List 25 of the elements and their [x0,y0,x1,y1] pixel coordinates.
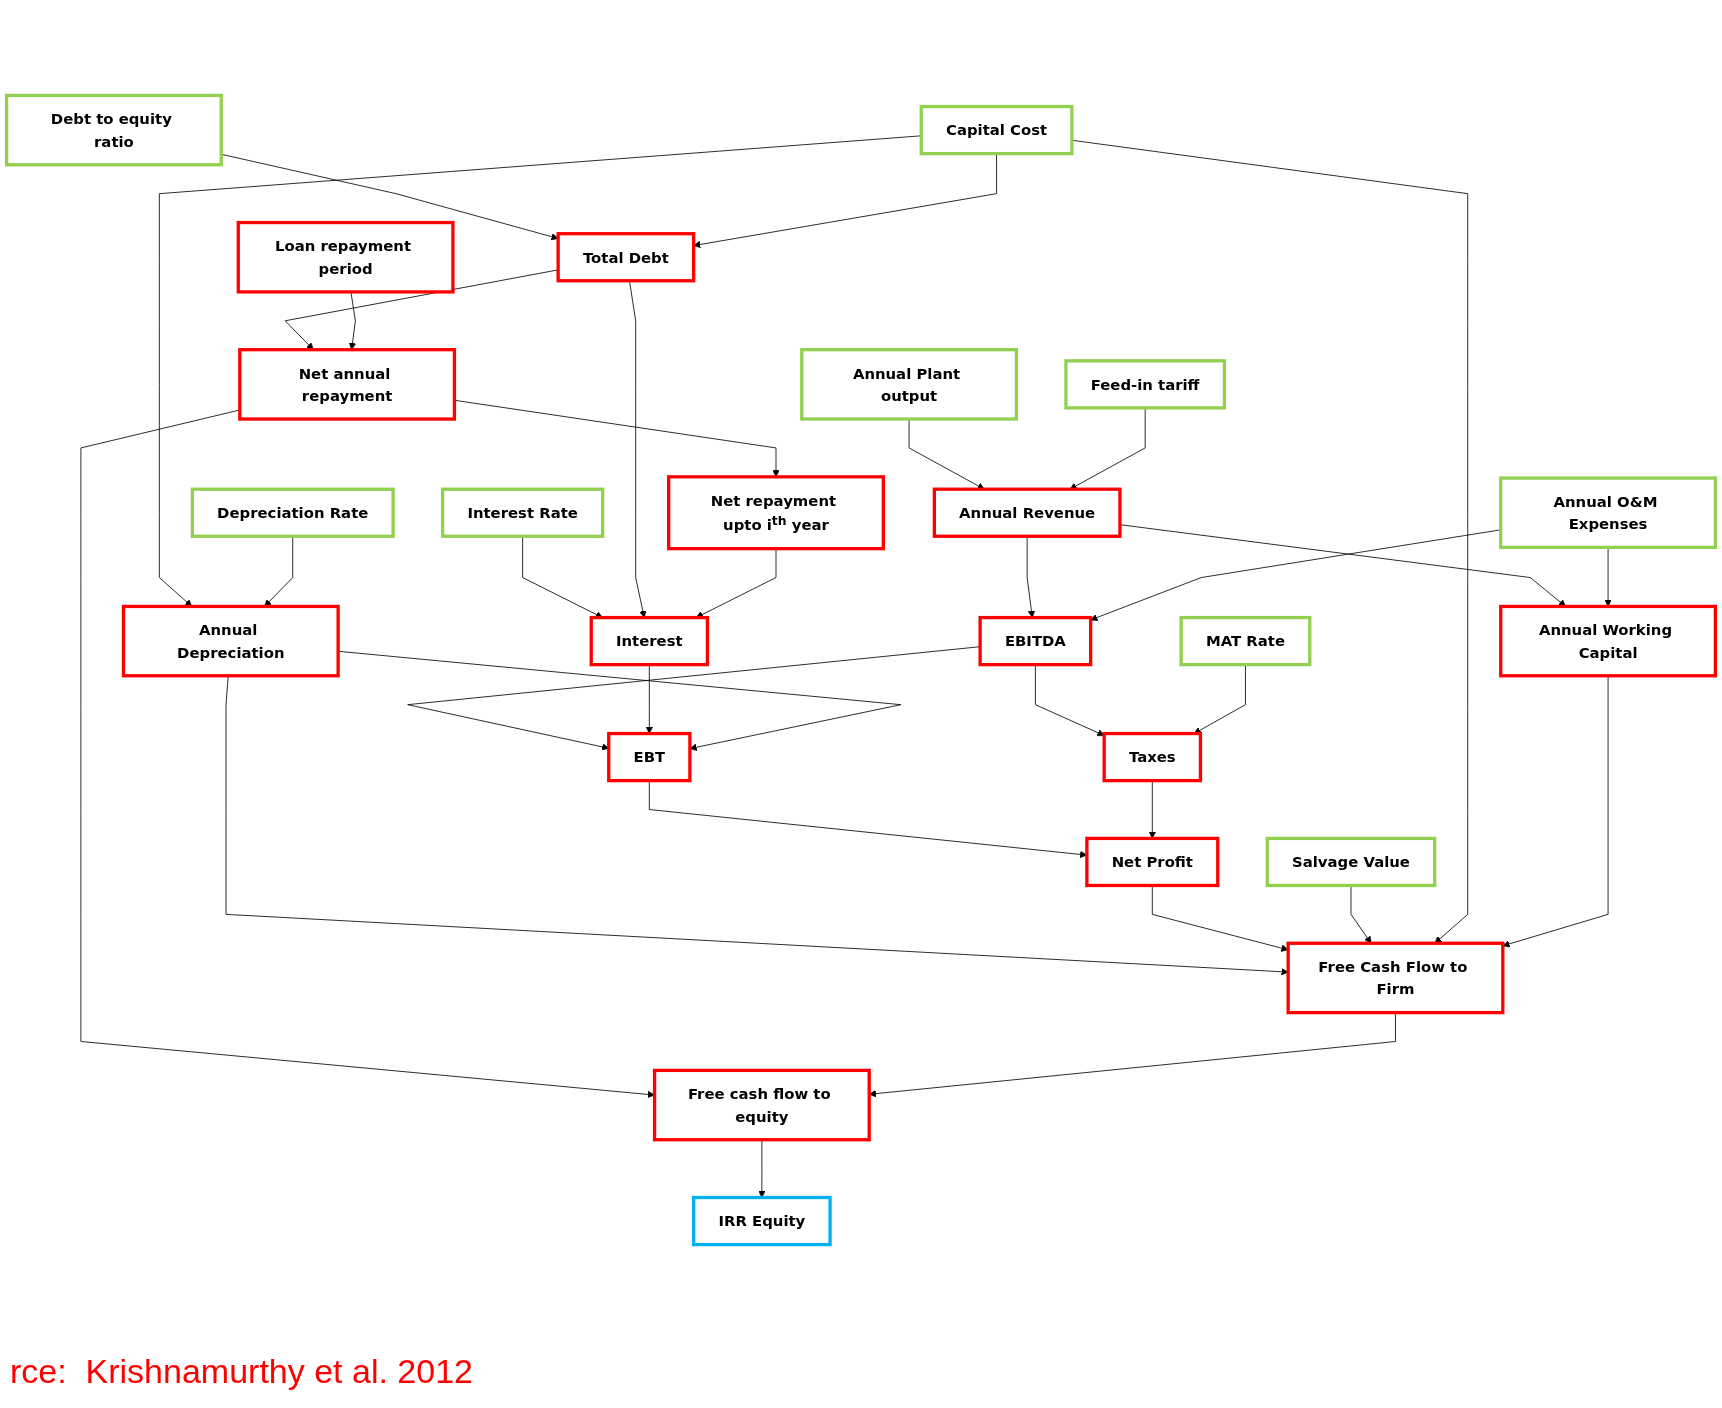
node-box: Total Debt [556,232,696,283]
node-box: Taxes [1102,731,1203,783]
node-box: EBITDA [978,615,1093,667]
node-box: Annual Working Capital [1499,604,1718,678]
node-box: Net Profit [1085,836,1220,888]
node-box: Net annual repayment [238,348,457,421]
node-box: Net repayment upto i$^{th}$ year [667,475,885,551]
node-box: Loan repayment period [236,220,455,294]
node-box: Free Cash Flow to Firm [1286,941,1505,1015]
node-box: Interest [589,615,710,667]
node-box: Depreciation Rate [190,487,395,538]
node-box: Annual O&M Expenses [1499,476,1718,550]
source-caption: rce: Krishnamurthy et al. 2012 [10,1352,473,1391]
node-box: Interest Rate [440,487,605,538]
node-box: Annual Plant output [800,348,1019,421]
node-box: MAT Rate [1179,615,1312,667]
node-box: Free cash flow to equity [652,1068,871,1142]
node-box: Debt to equity ratio [4,93,223,167]
node-box: Capital Cost [919,104,1074,156]
node-box: Salvage Value [1265,836,1437,888]
node-box: Annual Depreciation [121,604,340,678]
node-box: IRR Equity [692,1195,832,1247]
node-box: Feed-in tariff [1064,359,1227,410]
node-box: EBT [607,731,692,783]
node-box: Annual Revenue [932,487,1122,538]
